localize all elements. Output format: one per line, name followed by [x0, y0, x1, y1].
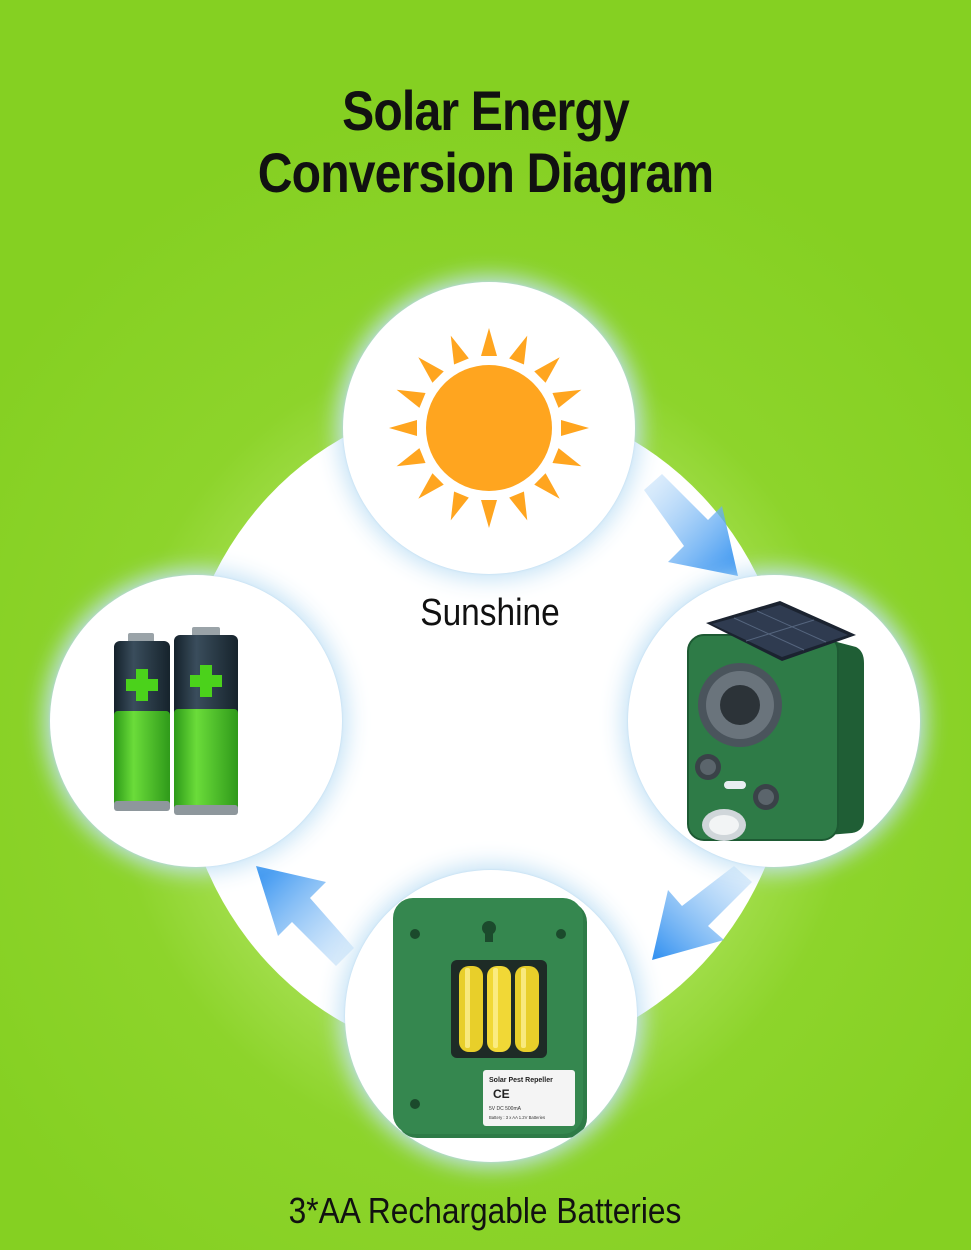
- device-spec-battery: Battery : 3 x AA 1.2V Batteries: [489, 1115, 545, 1120]
- device-spec-voltage: 5V DC 500mA: [489, 1106, 522, 1112]
- batteries-icon: [114, 627, 238, 815]
- diagram-title: Solar Energy Conversion Diagram: [68, 80, 903, 204]
- battery-compartment-node: Solar Pest Repeller CE 5V DC 500mA Batte…: [345, 870, 637, 1162]
- ce-mark: CE: [493, 1087, 510, 1101]
- device-label-name: Solar Pest Repeller: [489, 1077, 553, 1084]
- arrow-battery-to-cells-icon: [256, 866, 354, 966]
- solar-pest-repeller-icon: [687, 601, 864, 841]
- batteries-label: 3*AA Rechargable Batteries: [288, 1190, 682, 1231]
- battery-compartment-icon: Solar Pest Repeller CE 5V DC 500mA Batte…: [393, 898, 587, 1138]
- device-node: [628, 575, 920, 867]
- sun-icon: [389, 328, 589, 528]
- arrow-device-to-battery-icon: [652, 866, 752, 960]
- title-line-2: Conversion Diagram: [257, 141, 714, 204]
- sunshine-node: [343, 282, 635, 574]
- arrow-sun-to-device-icon: [644, 474, 738, 576]
- batteries-node: [50, 575, 342, 867]
- sunshine-label: Sunshine: [420, 592, 560, 634]
- title-line-1: Solar Energy: [342, 79, 630, 142]
